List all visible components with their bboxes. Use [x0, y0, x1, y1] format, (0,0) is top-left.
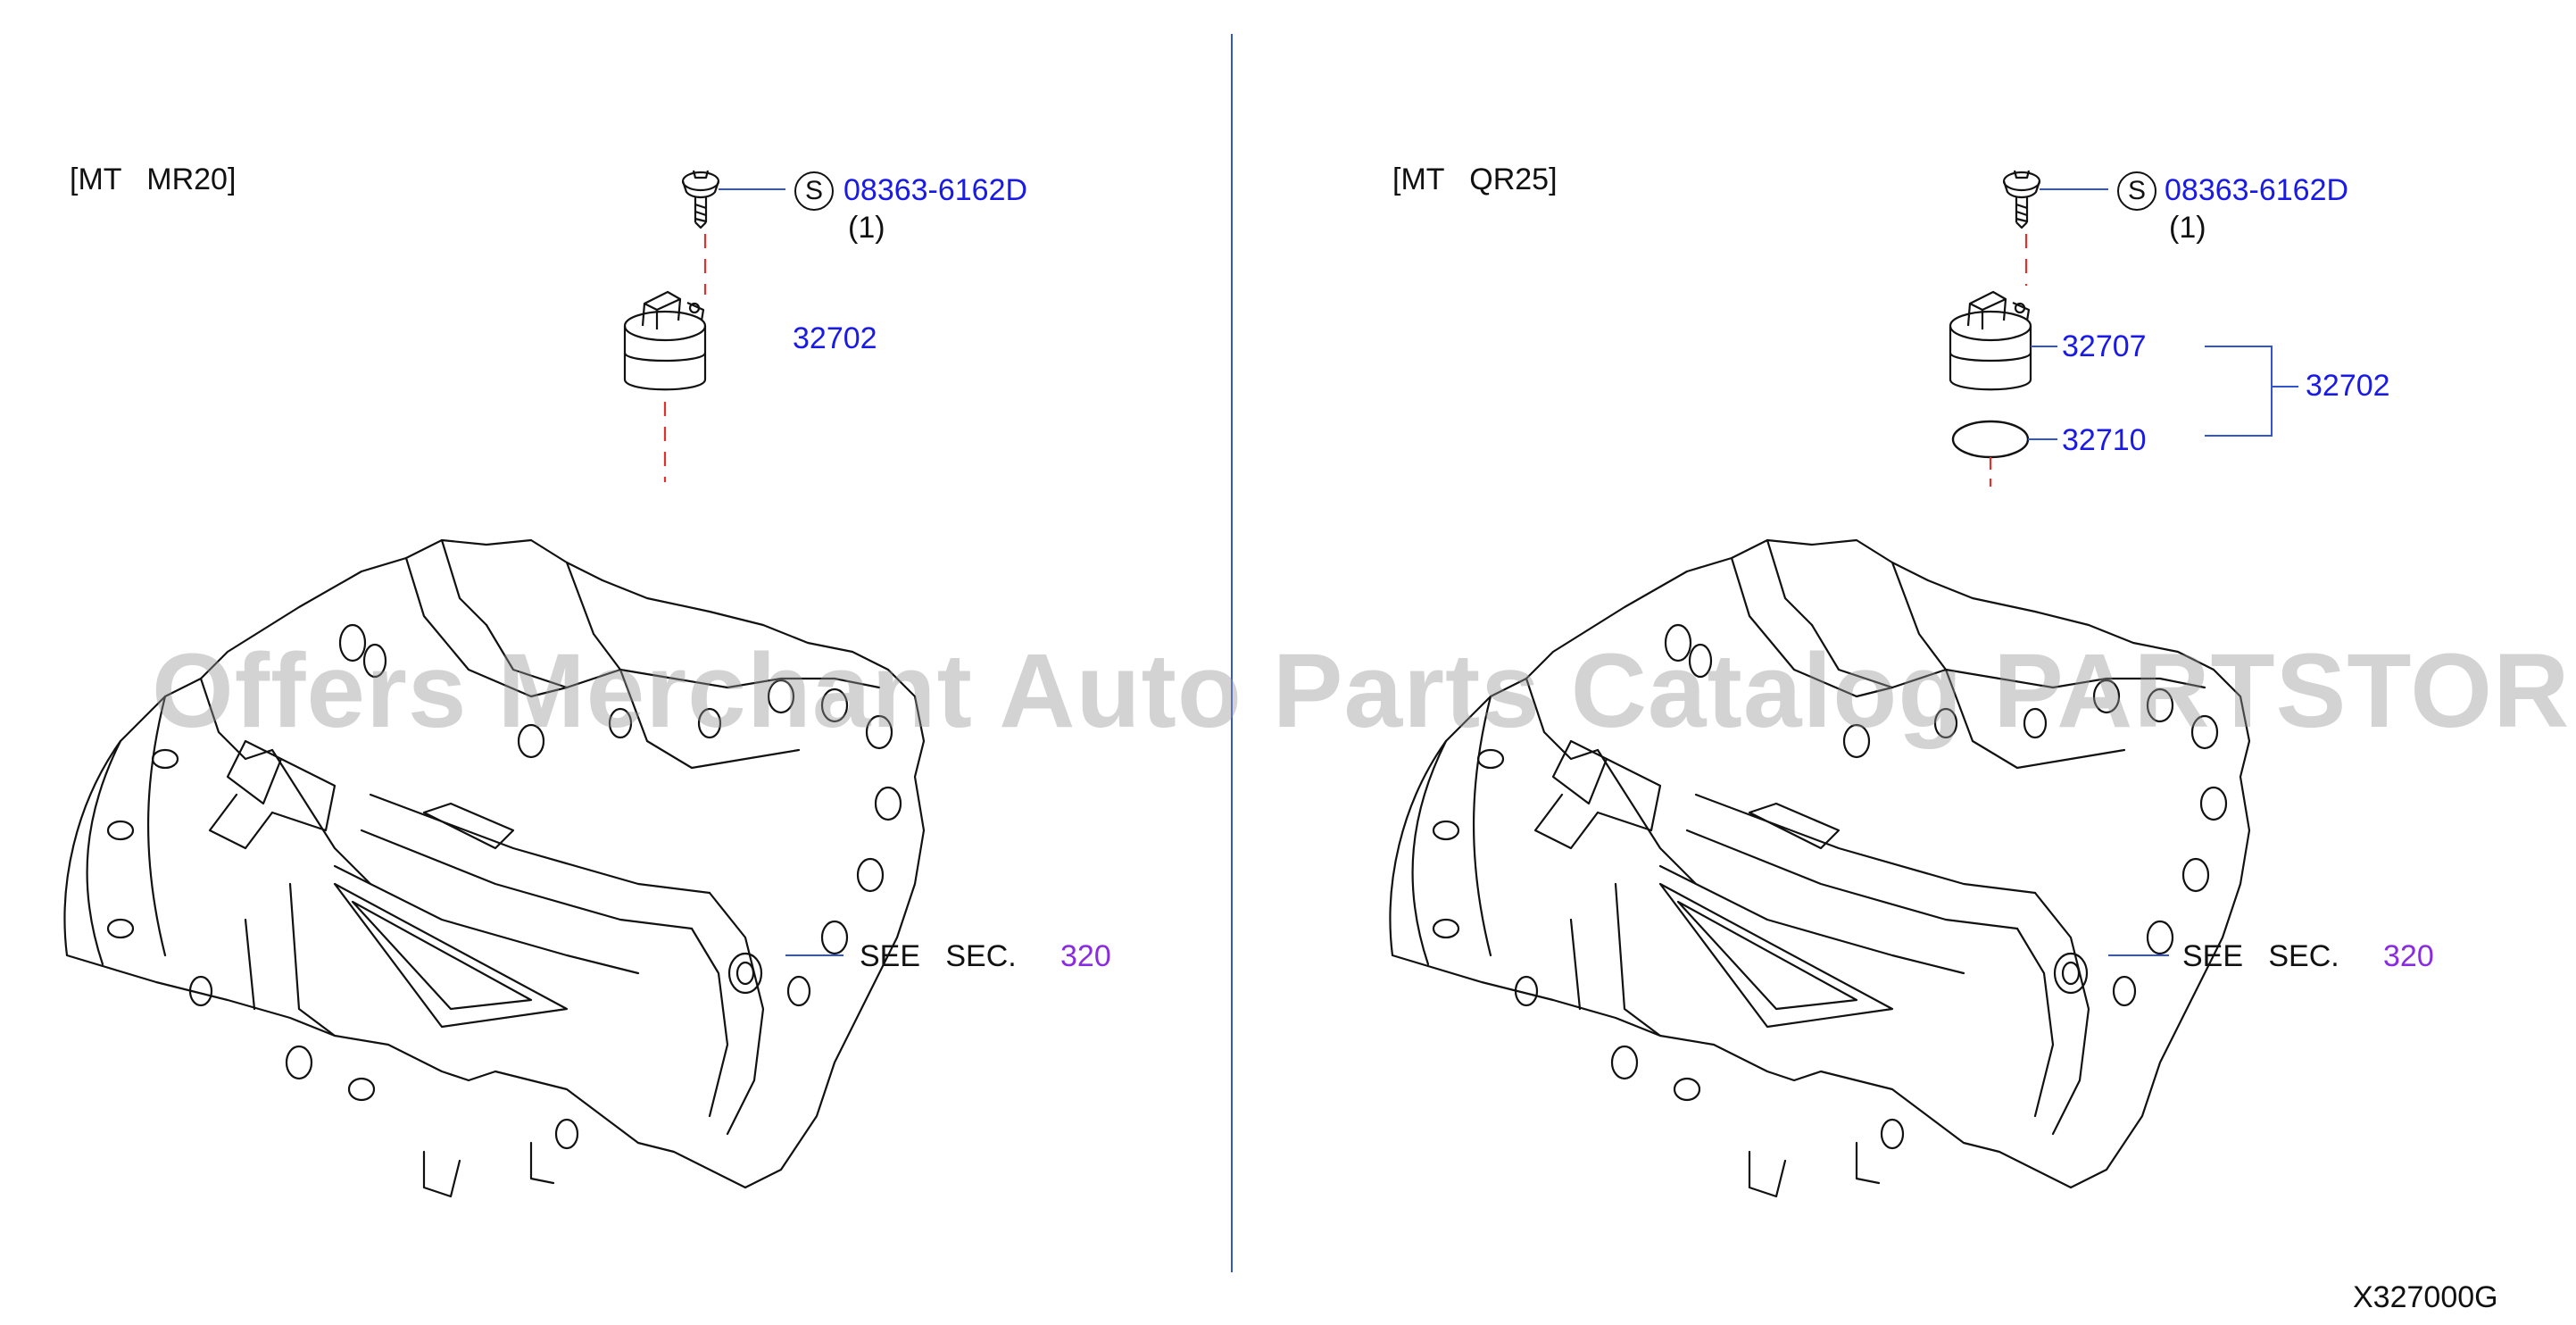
left-part-32702-link[interactable]: 32702 [793, 321, 877, 355]
left-cap-icon [623, 290, 707, 391]
right-oring-icon [1951, 420, 2030, 459]
right-bolt-icon [2002, 169, 2041, 229]
right-part-32707-link[interactable]: 32707 [2062, 329, 2147, 363]
left-see-sec-label: SEE SEC. [860, 939, 1017, 973]
right-bracket [2205, 346, 2298, 437]
left-see-sec-link[interactable]: 320 [1060, 939, 1111, 973]
right-fastener-qty: (1) [2169, 211, 2206, 245]
right-part-32710-link[interactable]: 32710 [2062, 423, 2147, 457]
diagram-code: X327000G [2353, 1280, 2498, 1314]
right-fastener-part-link[interactable]: 08363-6162D [2165, 173, 2349, 207]
left-bolt-icon [681, 169, 720, 229]
right-see-sec-link[interactable]: 320 [2383, 939, 2434, 973]
left-s-symbol: S [794, 171, 834, 211]
right-cap-icon [1949, 290, 2032, 391]
left-fastener-qty: (1) [848, 211, 885, 245]
left-fastener-part-link[interactable]: 08363-6162D [843, 173, 1028, 207]
left-panel-header: [MT MR20] [70, 162, 237, 196]
watermark: Offers Merchant Auto Parts Catalog PARTS… [152, 632, 2576, 750]
right-panel-header: [MT QR25] [1392, 162, 1558, 196]
right-s-symbol: S [2117, 171, 2156, 211]
right-see-sec-label: SEE SEC. [2182, 939, 2339, 973]
right-part-32702-link[interactable]: 32702 [2306, 369, 2390, 403]
